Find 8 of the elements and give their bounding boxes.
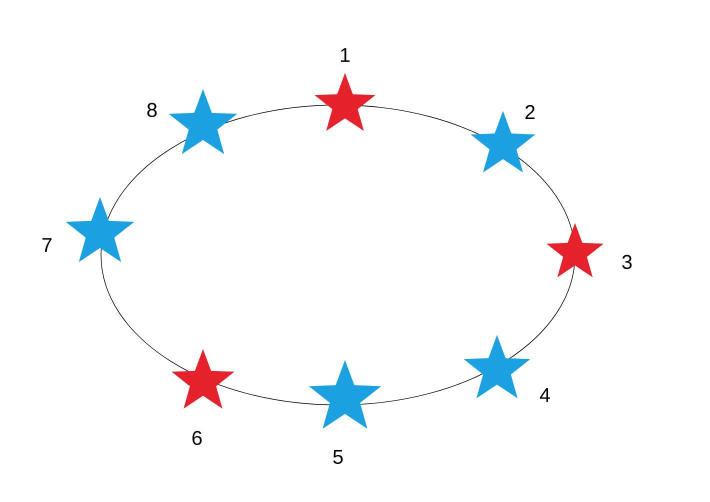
number-label: 2: [525, 105, 535, 119]
number-label: 3: [622, 254, 632, 270]
number-label: 1: [340, 48, 350, 62]
number-label: 7: [42, 238, 52, 252]
number-label: 4: [540, 388, 550, 402]
number-label: 6: [192, 430, 202, 446]
number-label: 8: [147, 102, 157, 118]
number-label: 5: [333, 450, 343, 464]
